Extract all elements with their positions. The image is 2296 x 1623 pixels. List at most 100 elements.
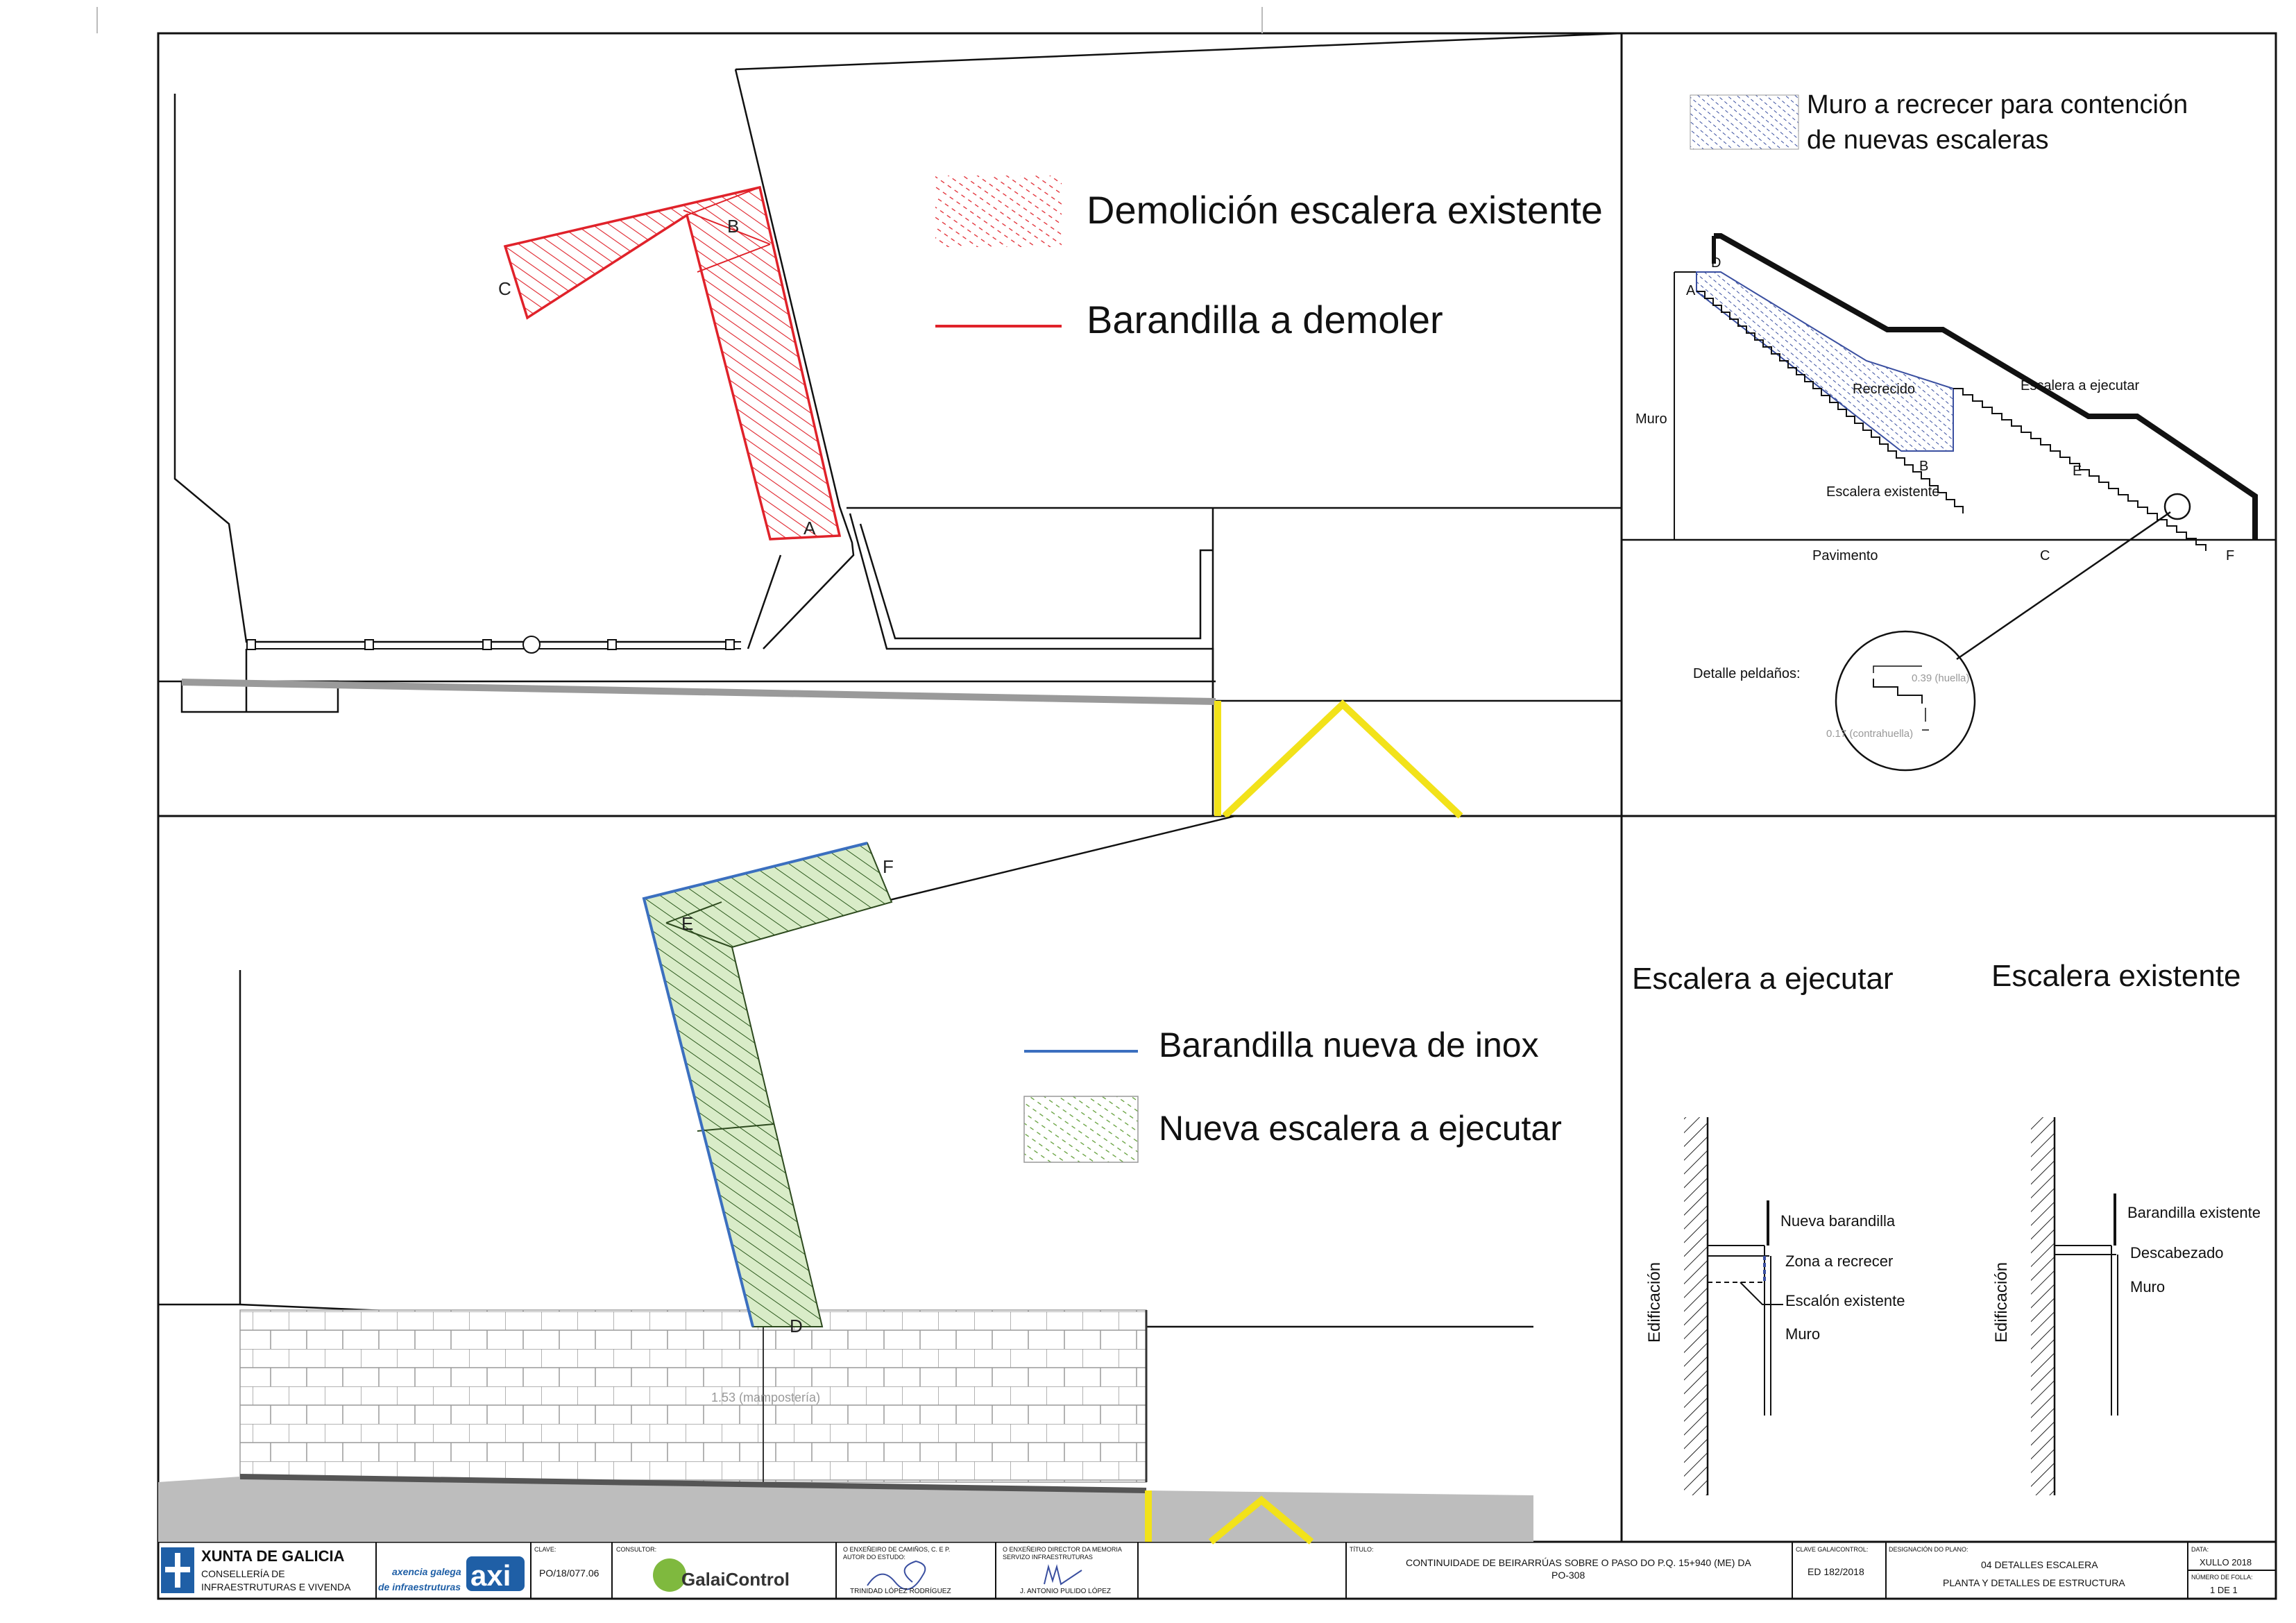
section-point-b: B bbox=[1919, 459, 1928, 474]
section-label-pavimento: Pavimento bbox=[1812, 548, 1878, 563]
titulo-line2: PO-308 bbox=[1551, 1570, 1585, 1581]
detail-new-zona: Zona a recrecer bbox=[1785, 1252, 1893, 1270]
masonry-note: 1.53 (mampostería) bbox=[711, 1391, 820, 1404]
xunta-sub1: CONSELLERÍA DE bbox=[201, 1568, 285, 1579]
xunta-sub2: INFRAESTRUTURAS E VIVENDA bbox=[201, 1581, 351, 1592]
detail-existing-title: Escalera existente bbox=[1991, 959, 2241, 993]
new-stair-profile bbox=[1714, 233, 2258, 540]
detail-new-escalon: Escalón existente bbox=[1785, 1292, 1905, 1309]
section-point-d: D bbox=[1711, 255, 1721, 271]
agency-line1: axencia galega bbox=[392, 1566, 461, 1577]
detail-existing-edificacion: Edificación bbox=[1992, 1262, 2011, 1343]
consultor-value: GalaiControl bbox=[681, 1569, 790, 1590]
plano-line1: 04 DETALLES ESCALERA bbox=[1981, 1559, 2098, 1570]
detail-existing-barandilla: Barandilla existente bbox=[2127, 1204, 2261, 1221]
plan-base-lines bbox=[158, 32, 1622, 816]
legend-label-new-stair: Nueva escalera a ejecutar bbox=[1159, 1109, 1562, 1148]
section-view: Muro a recrecer para contención de nueva… bbox=[1635, 90, 2258, 772]
wall-raise-area bbox=[1696, 271, 1954, 452]
section-point-a: A bbox=[1686, 283, 1696, 298]
detail-new-muro: Muro bbox=[1785, 1325, 1820, 1343]
detail-contrahuella: 0.17 (contrahuella) bbox=[1826, 728, 1913, 740]
masonry-wall: 1.53 (mampostería) bbox=[239, 1309, 1148, 1485]
agency-logo bbox=[466, 1556, 525, 1591]
detail-existing-descabezado: Descabezado bbox=[2130, 1244, 2224, 1261]
titulo-line1: CONTINUIDADE DE BEIRARRÚAS SOBRE O PASO … bbox=[1406, 1557, 1751, 1568]
detail-new-edificacion: Edificación bbox=[1645, 1262, 1664, 1343]
new-railing bbox=[642, 842, 868, 1327]
section-label-muro: Muro bbox=[1635, 411, 1667, 427]
detail-marker bbox=[2163, 493, 2191, 520]
section-point-e: E bbox=[2073, 464, 2082, 479]
detail-new-stair: Escalera a ejecutar Nueva barandilla Zon… bbox=[1632, 962, 1905, 1495]
section-label-escalera-existente: Escalera existente bbox=[1826, 484, 1939, 500]
galaicontrol-logo bbox=[653, 1558, 686, 1592]
road-marking-yellow bbox=[1208, 1495, 1314, 1545]
detail-new-barandilla: Nueva barandilla bbox=[1780, 1212, 1896, 1230]
legend-label-wall-2: de nuevas escaleras bbox=[1807, 126, 2049, 155]
upper-stair-profile bbox=[1953, 388, 2206, 551]
section-label-recrecido: Recrecido bbox=[1853, 382, 1915, 397]
section-point-c: C bbox=[2040, 548, 2050, 563]
xunta-name: XUNTA DE GALICIA bbox=[201, 1547, 345, 1565]
svg-text:AUTOR DO ESTUDO:: AUTOR DO ESTUDO: bbox=[843, 1554, 905, 1561]
data-value: XULLO 2018 bbox=[2200, 1557, 2252, 1567]
existing-stair-demolition bbox=[503, 185, 842, 541]
title-block: XUNTA DE GALICIA CONSELLERÍA DE INFRAEST… bbox=[161, 1542, 2276, 1599]
point-label-d: D bbox=[790, 1316, 803, 1336]
legend-label-demolition: Demolición escalera existente bbox=[1087, 188, 1603, 232]
detail-new-title: Escalera a ejecutar bbox=[1632, 962, 1894, 996]
svg-text:DESIGNACIÓN DO PLANO:: DESIGNACIÓN DO PLANO: bbox=[1889, 1546, 1968, 1553]
pagina-value: 1 DE 1 bbox=[2210, 1585, 2238, 1595]
building-wall-hatch bbox=[1684, 1117, 1708, 1495]
legend-label-wall-1: Muro a recrecer para contención bbox=[1807, 90, 2188, 119]
clave-value: PO/18/077.06 bbox=[539, 1567, 599, 1579]
svg-text:CLAVE:: CLAVE: bbox=[534, 1546, 556, 1553]
detail-circle bbox=[1835, 630, 1976, 772]
svg-text:axi: axi bbox=[470, 1559, 511, 1592]
building-wall-hatch bbox=[2031, 1117, 2055, 1495]
svg-text:O ENXEÑEIRO DE CAMIÑOS, C. E P: O ENXEÑEIRO DE CAMIÑOS, C. E P. bbox=[843, 1546, 950, 1553]
legend-new: Barandilla nueva de inox Nueva escalera … bbox=[1023, 1026, 1562, 1163]
point-label-c: C bbox=[498, 278, 511, 299]
svg-text:J. ANTONIO PULIDO LÓPEZ: J. ANTONIO PULIDO LÓPEZ bbox=[1020, 1586, 1111, 1595]
section-point-f: F bbox=[2226, 548, 2234, 563]
point-label-a: A bbox=[803, 518, 816, 538]
point-label-f: F bbox=[883, 856, 894, 877]
clave-gc-value: ED 182/2018 bbox=[1808, 1566, 1864, 1577]
detail-existing-muro: Muro bbox=[2130, 1278, 2165, 1295]
agency-line2: de infraestruturas bbox=[378, 1581, 461, 1592]
road-marking-yellow bbox=[1222, 699, 1463, 819]
author-signature bbox=[867, 1560, 926, 1590]
svg-text:TRINIDAD LÓPEZ RODRÍGUEZ: TRINIDAD LÓPEZ RODRÍGUEZ bbox=[850, 1586, 951, 1595]
legend-swatch-new-stair bbox=[1023, 1096, 1139, 1163]
legend-label-new-railing: Barandilla nueva de inox bbox=[1159, 1026, 1539, 1064]
plan-demolition: C B A bbox=[158, 32, 1622, 819]
director-signature bbox=[1044, 1564, 1082, 1586]
detail-huella: 0.39 (huella) bbox=[1912, 672, 1969, 684]
svg-text:CLAVE GALAICONTROL:: CLAVE GALAICONTROL: bbox=[1796, 1546, 1868, 1553]
sidewalk-edge bbox=[182, 679, 1216, 705]
svg-text:DATA:: DATA: bbox=[2191, 1546, 2209, 1553]
legend-label-railing-demolish: Barandilla a demoler bbox=[1087, 298, 1443, 341]
legend-swatch-wall bbox=[1690, 94, 1799, 150]
point-label-e: E bbox=[681, 913, 693, 934]
svg-text:TÍTULO:: TÍTULO: bbox=[1350, 1546, 1374, 1553]
plano-line2: PLANTA Y DETALLES DE ESTRUCTURA bbox=[1943, 1577, 2125, 1588]
legend-demolition: Demolición escalera existente Barandilla… bbox=[935, 176, 1603, 341]
existing-stair-profile bbox=[1697, 291, 1964, 513]
legend-swatch-demolition bbox=[935, 176, 1062, 247]
detail-label: Detalle peldaños: bbox=[1693, 666, 1801, 681]
section-label-escalera-ejecutar: Escalera a ejecutar bbox=[2021, 378, 2140, 393]
svg-text:SERVIZO INFRAESTRUTURAS: SERVIZO INFRAESTRUTURAS bbox=[1003, 1554, 1093, 1561]
plan-new: 1.53 (mampostería) F E D bbox=[158, 815, 1533, 1545]
detail-existing-stair: Escalera existente Barandilla existente … bbox=[1991, 959, 2261, 1495]
railing-bottom bbox=[246, 636, 741, 654]
svg-text:CONSULTOR:: CONSULTOR: bbox=[616, 1546, 656, 1553]
new-stair bbox=[642, 842, 893, 1327]
road-surface bbox=[158, 1477, 1533, 1542]
svg-text:NÚMERO DE FOLLA:: NÚMERO DE FOLLA: bbox=[2191, 1574, 2253, 1581]
point-label-b: B bbox=[727, 216, 739, 237]
svg-text:O ENXEÑEIRO DIRECTOR DA MEMORI: O ENXEÑEIRO DIRECTOR DA MEMORIA bbox=[1003, 1546, 1122, 1553]
